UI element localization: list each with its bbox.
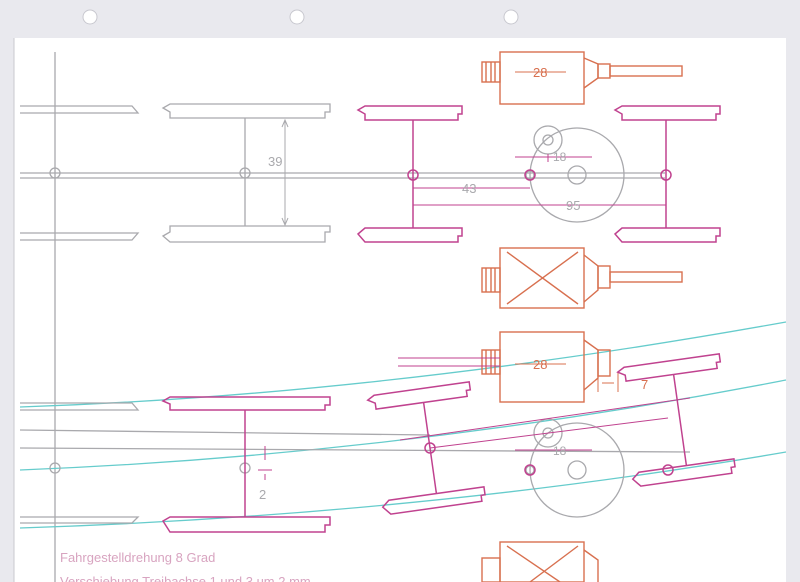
bottom-wheelset-magenta <box>161 353 736 533</box>
caption-rotation: Fahrgestelldrehung 8 Grad <box>60 550 215 565</box>
dim-39 <box>281 118 289 227</box>
wheelset-top-2-lower <box>161 225 331 243</box>
dim-label-43: 43 <box>462 181 476 196</box>
gear-large-bottom <box>529 422 625 518</box>
caption-shift: Verschiebung Treibachse 1 und 3 um 2 mm <box>60 574 311 582</box>
dim-label-95: 95 <box>566 198 580 213</box>
gear-large-top <box>529 127 625 223</box>
top-chassis-gray <box>20 52 665 582</box>
dim-2 <box>258 446 272 480</box>
dim-label-7: 7 <box>641 377 648 392</box>
dim-label-39: 39 <box>268 154 282 169</box>
dim-label-28-top: 28 <box>533 65 547 80</box>
paper-sheet <box>14 38 786 582</box>
punch-hole-left <box>82 9 98 25</box>
bottom-chassis-gray <box>19 402 691 524</box>
dim-label-2: 2 <box>259 487 266 502</box>
motor-top <box>481 51 683 105</box>
dim-label-18-bottom: 18 <box>553 444 567 458</box>
wheelset-top-2-upper <box>161 103 331 119</box>
top-wheelset-magenta <box>356 105 721 243</box>
motor-bottom <box>481 331 619 582</box>
punch-hole-center <box>289 9 305 25</box>
motor-middle <box>481 247 683 309</box>
punch-hole-right <box>503 9 519 25</box>
dim-label-28-bottom: 28 <box>533 357 547 372</box>
dim-label-18-top: 18 <box>553 150 567 164</box>
